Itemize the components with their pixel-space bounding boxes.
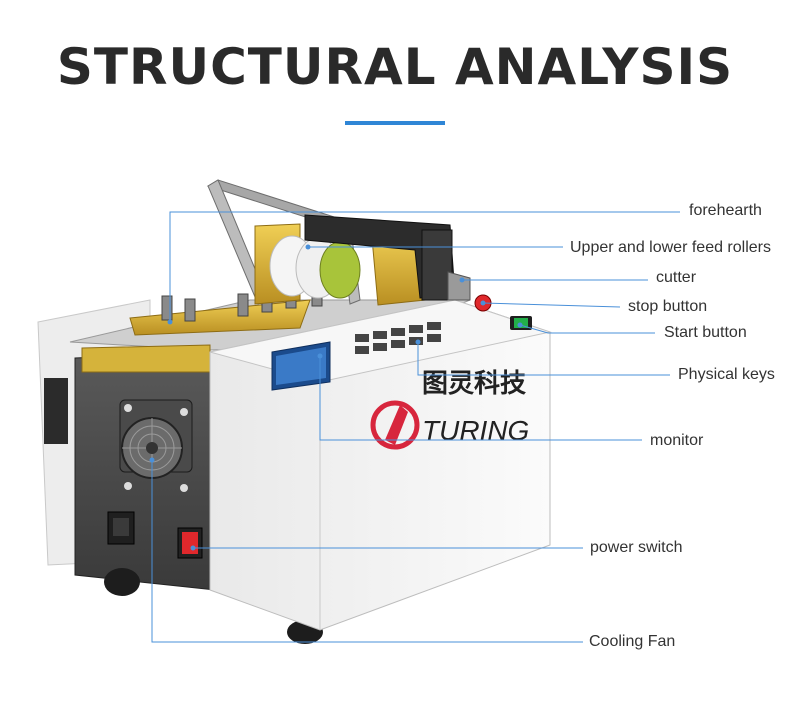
leader-physical-keys — [417, 342, 670, 376]
label-cooling-fan: Cooling Fan — [589, 633, 676, 650]
label-forehearth: forehearth — [689, 202, 762, 219]
leader-cooling-fan — [151, 460, 583, 643]
cutter-graphic — [304, 214, 471, 301]
feed-rollers-graphic — [254, 223, 426, 306]
leader-start-button — [519, 324, 655, 334]
leader-lines — [151, 211, 680, 643]
leader-monitor — [319, 356, 642, 441]
power-switch-graphic — [177, 527, 203, 559]
power-inlet — [107, 511, 135, 545]
label-cutter: cutter — [656, 269, 697, 286]
page-title: STRUCTURAL ANALYSIS — [56, 38, 734, 96]
label-monitor: monitor — [650, 432, 704, 449]
label-stop-button: stop button — [628, 298, 708, 315]
label-start-button: Start button — [664, 324, 747, 341]
brand-name-cn: 图灵科技 — [422, 369, 526, 399]
label-feed-rollers: Upper and lower feed rollers — [570, 239, 771, 256]
brand-logo — [370, 400, 420, 450]
title-underline — [345, 121, 445, 125]
leader-forehearth — [169, 211, 680, 322]
label-physical-keys: Physical keys — [678, 366, 775, 383]
leader-dots — [149, 244, 523, 551]
brand-name-en: TURING — [422, 415, 529, 446]
label-power-switch: power switch — [590, 539, 683, 556]
monitor-graphic — [271, 341, 331, 391]
cooling-fan-graphic — [119, 399, 193, 492]
physical-keys-graphic — [355, 322, 441, 354]
leader-stop-button — [482, 302, 621, 308]
